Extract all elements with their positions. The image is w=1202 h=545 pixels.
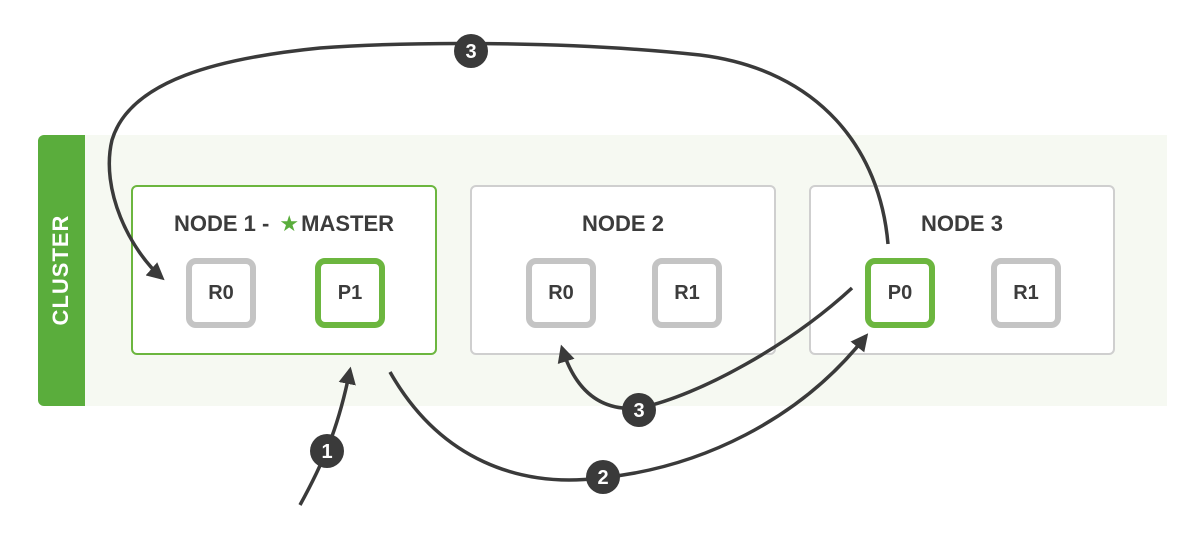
node-2-title: NODE 2	[582, 211, 664, 236]
node-3-title: NODE 3	[921, 211, 1003, 236]
node-3: NODE 3 P0 R1	[809, 185, 1115, 355]
step-badge-2: 2	[586, 460, 620, 494]
node-1-title: NODE 1 - ★MASTER	[133, 211, 435, 237]
node-1-name: NODE 1 -	[173, 211, 276, 236]
star-icon: ★	[279, 211, 300, 236]
shard-p1: P1	[315, 258, 385, 328]
step-badge-1: 1	[310, 434, 344, 468]
arrow-step-3-replica	[557, 286, 854, 411]
step-badge-3-bottom: 3	[622, 393, 656, 427]
shard-r0: R0	[526, 258, 596, 328]
step-label: 3	[633, 400, 644, 422]
cluster-sidebar	[38, 135, 85, 406]
node-1: NODE 1 - ★MASTER R0 P1	[131, 185, 437, 355]
arrow-step-3-response	[107, 41, 890, 281]
shard-r0: R0	[186, 258, 256, 328]
node-1-master-badge: MASTER	[301, 211, 395, 236]
step-badge-3-top: 3	[454, 34, 488, 68]
step-label: 1	[321, 441, 332, 463]
shard-p0: P0	[865, 258, 935, 328]
shard-r1: R1	[652, 258, 722, 328]
step-label: 3	[465, 41, 476, 63]
shard-r1: R1	[991, 258, 1061, 328]
step-label: 2	[597, 467, 608, 489]
node-2: NODE 2 R0 R1	[470, 185, 776, 355]
